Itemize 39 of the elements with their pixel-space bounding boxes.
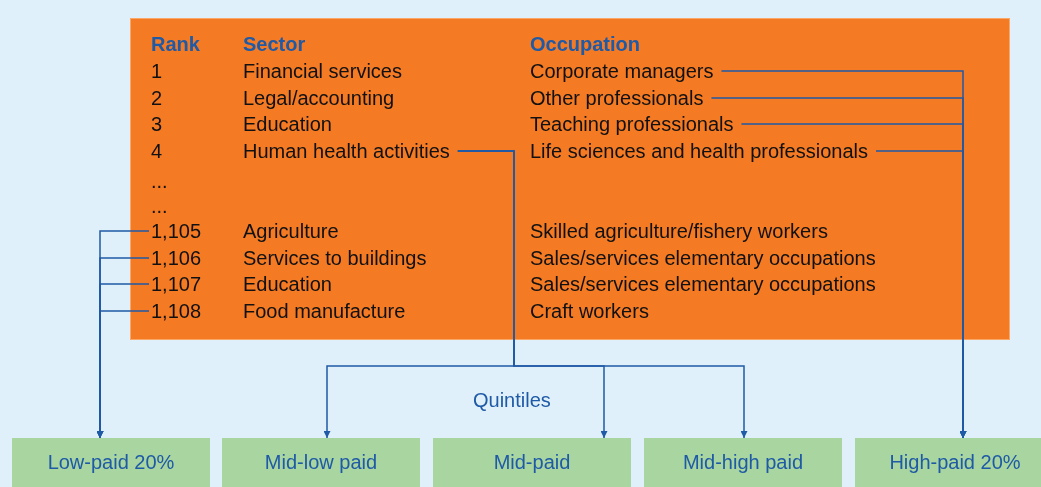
rank-number: 3	[151, 112, 163, 136]
ellipsis-text: ...	[151, 169, 168, 193]
rank-number: 1,108	[151, 299, 202, 323]
rank-number: 1,105	[151, 219, 202, 243]
occupation-text: Sales/services elementary occupations	[530, 272, 876, 296]
column-header: Rank	[151, 32, 200, 56]
occupation-text: Sales/services elementary occupations	[530, 246, 876, 270]
occupation-text: Other professionals	[530, 86, 712, 110]
pay-band-box: Mid-paid	[433, 438, 631, 487]
column-header: Occupation	[530, 32, 640, 56]
rank-number: 1,107	[151, 272, 202, 296]
occupation-text: Skilled agriculture/fishery workers	[530, 219, 828, 243]
occupation-text: Craft workers	[530, 299, 649, 323]
column-header: Sector	[243, 32, 306, 56]
sector-text: Food manufacture	[243, 299, 406, 323]
sector-text: Human health activities	[243, 139, 458, 163]
arrow	[457, 150, 748, 439]
arrow	[875, 150, 967, 439]
occupation-text: Life sciences and health professionals	[530, 139, 876, 163]
rank-number: 2	[151, 86, 163, 110]
rank-number: 4	[151, 139, 163, 163]
sector-text: Education	[243, 272, 332, 296]
quintiles-label: Quintiles	[473, 388, 551, 412]
pay-band-box: Low-paid 20%	[12, 438, 210, 487]
sector-text: Services to buildings	[243, 246, 427, 270]
arrow	[96, 310, 150, 439]
ellipsis-text: ...	[151, 194, 168, 218]
occupation-text: Corporate managers	[530, 59, 722, 83]
rank-number: 1,106	[151, 246, 202, 270]
sector-text: Agriculture	[243, 219, 339, 243]
sector-text: Financial services	[243, 59, 402, 83]
pay-band-box: High-paid 20%	[855, 438, 1041, 487]
occupation-text: Teaching professionals	[530, 112, 742, 136]
sector-text: Legal/accounting	[243, 86, 395, 110]
pay-band-box: Mid-high paid	[644, 438, 842, 487]
sector-text: Education	[243, 112, 332, 136]
rank-number: 1	[151, 59, 163, 83]
pay-band-box: Mid-low paid	[222, 438, 420, 487]
table-panel	[130, 18, 1010, 340]
